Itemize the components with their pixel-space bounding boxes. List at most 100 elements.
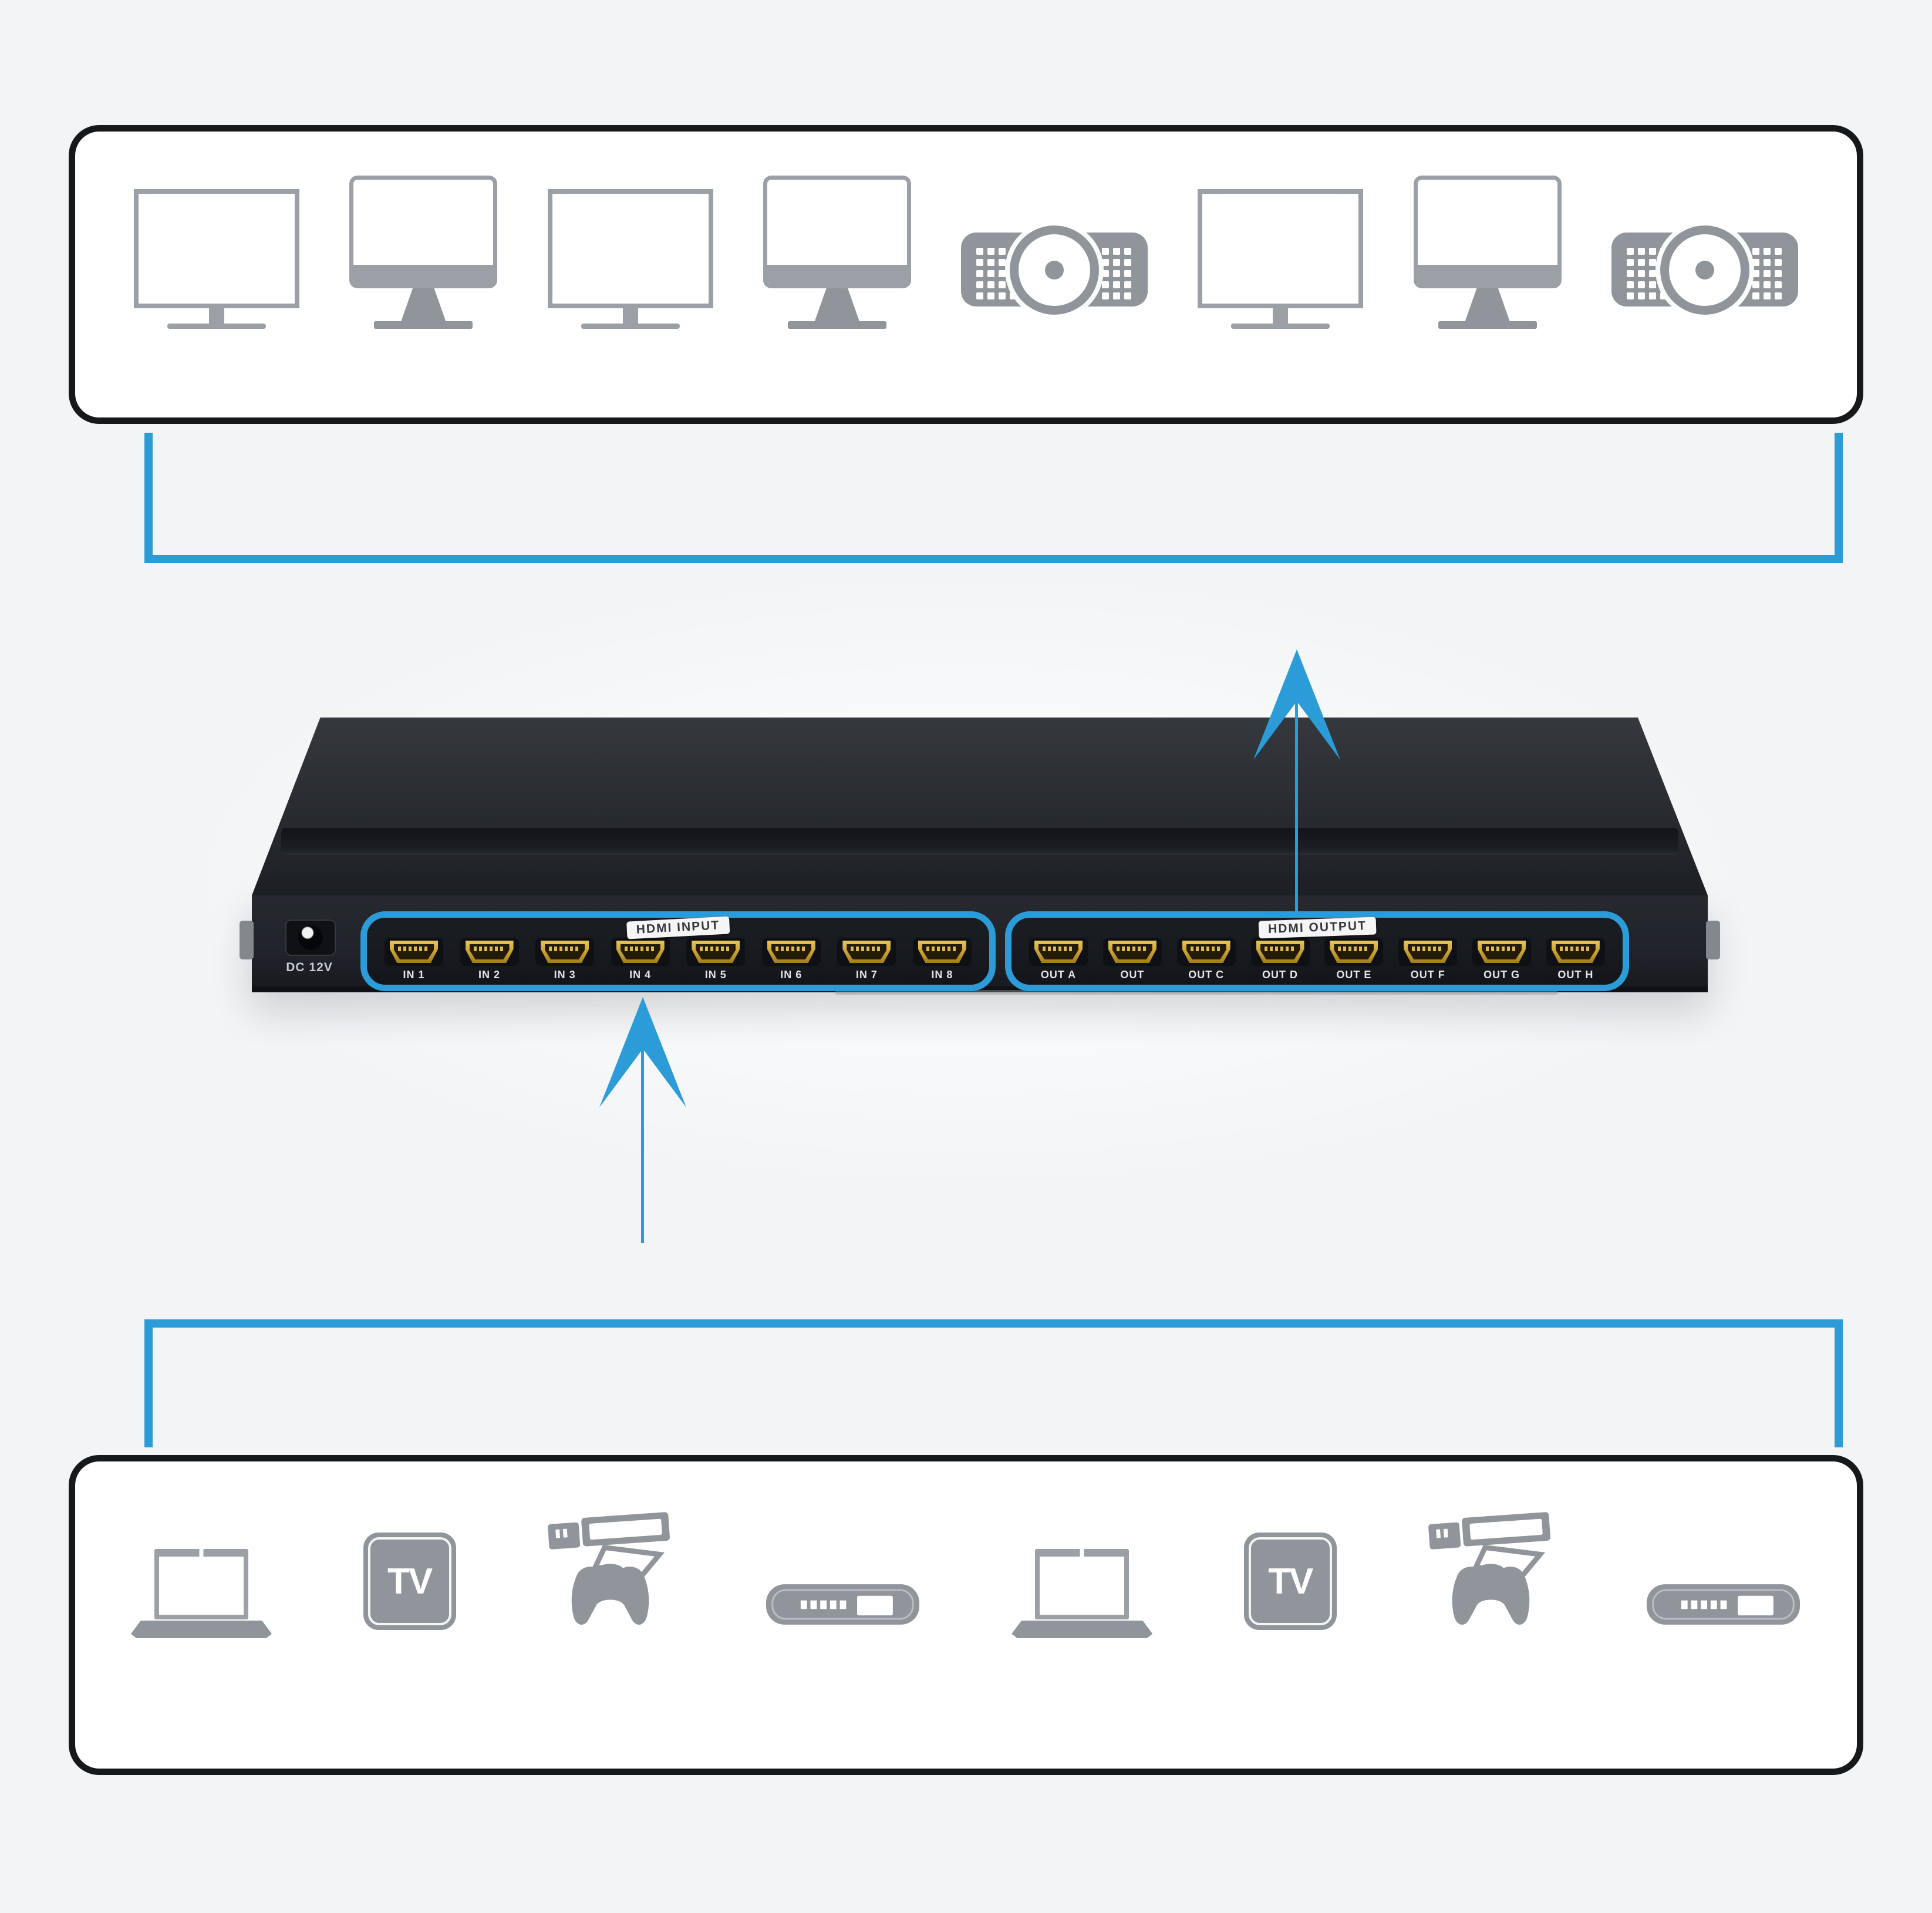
monitor-chin [1417, 265, 1557, 284]
hdmi-port-slot [611, 938, 670, 966]
hdmi-input-section: HDMI INPUT IN 1 IN 2 IN 3 IN 4 IN 5 [360, 911, 996, 991]
hdmi-port: OUT H [1543, 938, 1609, 981]
hdmi-connector [1256, 941, 1304, 963]
mounting-ear [1706, 921, 1720, 959]
hdmi-port: IN 6 [758, 938, 824, 981]
monitor-icon [134, 189, 299, 329]
hdmi-port: IN 1 [381, 938, 447, 981]
hdmi-port: IN 4 [608, 938, 673, 981]
hdmi-connector [842, 941, 891, 963]
hdmi-connector [465, 941, 514, 963]
hdmi-port-label: IN 5 [704, 969, 727, 981]
hdmi-matrix-device: DC 12V HDMI INPUT IN 1 IN 2 IN 3 IN 4 IN… [240, 718, 1720, 995]
projector-vents [1102, 248, 1132, 299]
hdmi-port-label: OUT D [1262, 969, 1299, 981]
hdmi-port: OUT G [1469, 938, 1535, 981]
hdmi-port-label: OUT A [1040, 969, 1077, 981]
projector-icon [961, 221, 1148, 319]
hdmi-port-label: IN 8 [931, 969, 953, 981]
output-ports-row: OUT A OUT OUT C OUT D OUT E OUT F [1026, 938, 1609, 981]
mounting-ear [240, 921, 254, 959]
hdmi-port: OUT D [1247, 938, 1313, 981]
hdmi-port-slot [761, 938, 821, 966]
laptop-screen [1035, 1549, 1129, 1619]
monitor-screen [1198, 189, 1364, 308]
hdmi-port-slot [837, 938, 896, 966]
projector-lens [1005, 221, 1104, 319]
hdmi-port-slot [1176, 938, 1236, 966]
hdmi-port: OUT C [1174, 938, 1239, 981]
dc-power-label: DC 12V [286, 961, 333, 974]
hdmi-port-label: OUT E [1336, 969, 1372, 981]
monitor-base [374, 321, 473, 329]
monitor-icon [349, 176, 498, 329]
input-bracket-connector [144, 1319, 1843, 1447]
monitor-screen [1413, 176, 1562, 288]
laptop-base [1011, 1621, 1153, 1638]
hdmi-port-label: OUT G [1483, 969, 1520, 981]
hdmi-port: IN 8 [909, 938, 975, 981]
hdmi-port: IN 2 [457, 938, 522, 981]
hdmi-output-section: HDMI OUTPUT OUT A OUT OUT C OUT D OUT E [1005, 911, 1629, 991]
output-flow-line [1295, 700, 1298, 915]
hdmi-connector [692, 941, 740, 963]
monitor-stand [1465, 288, 1510, 321]
hdmi-port-slot [1029, 938, 1088, 966]
hdmi-port-slot [1546, 938, 1605, 966]
laptop-icon [1011, 1549, 1153, 1638]
hdmi-connector [918, 941, 966, 963]
monitor-stand [1273, 308, 1289, 324]
hdmi-connector [616, 941, 665, 963]
device-groove [281, 828, 1679, 855]
device-top-face [252, 718, 1708, 895]
hdmi-port: IN 3 [532, 938, 598, 981]
game-console-icon [547, 1512, 673, 1638]
monitor-base [1231, 324, 1330, 329]
media-player-icon [765, 1583, 921, 1629]
game-console-icon [1428, 1512, 1554, 1638]
hdmi-connector [1330, 941, 1378, 963]
dc-jack-hole [298, 925, 323, 950]
hdmi-port-slot [385, 938, 443, 966]
hdmi-port-label: IN 3 [554, 969, 576, 981]
hdmi-port-slot [1472, 938, 1532, 966]
hdmi-connector [1108, 941, 1156, 963]
hdmi-connector [390, 941, 438, 963]
hdmi-port-label: IN 1 [403, 969, 425, 981]
monitor-icon [1198, 189, 1364, 329]
hdmi-connector [541, 941, 589, 963]
hdmi-port-label: OUT F [1410, 969, 1445, 981]
tv-label: TV [387, 1561, 433, 1602]
monitor-icon [547, 189, 713, 329]
hdmi-port: OUT F [1395, 938, 1461, 981]
hdmi-port-label: OUT C [1188, 969, 1225, 981]
laptop-icon [131, 1549, 272, 1638]
monitor-screen [763, 176, 911, 288]
projector-icon [1611, 221, 1798, 319]
dc-power-jack [285, 920, 336, 956]
monitor-chin [353, 265, 494, 284]
tv-label: TV [1268, 1561, 1313, 1602]
source-devices-box: TV TV [69, 1455, 1863, 1775]
monitor-screen [349, 176, 498, 288]
device-base-edge [835, 990, 1557, 995]
input-ports-row: IN 1 IN 2 IN 3 IN 4 IN 5 IN 6 IN [381, 938, 975, 981]
hdmi-port-label: IN 7 [855, 969, 878, 981]
monitor-stand [814, 288, 859, 321]
hdmi-connector [1551, 941, 1600, 963]
projector-lens [1655, 221, 1754, 319]
hdmi-port: OUT E [1321, 938, 1387, 981]
monitor-stand [622, 308, 638, 324]
monitor-screen [134, 189, 299, 308]
hdmi-port-slot [460, 938, 519, 966]
hdmi-port-slot [535, 938, 595, 966]
hdmi-port-label: IN 4 [629, 969, 652, 981]
hdmi-port-slot [912, 938, 972, 966]
projector-vents [1626, 248, 1667, 299]
hdmi-port-slot [1102, 938, 1162, 966]
monitor-base [167, 324, 266, 329]
hdmi-input-section-label: HDMI INPUT [626, 916, 730, 939]
hdmi-port: OUT [1100, 938, 1165, 981]
hdmi-port-label: IN 6 [780, 969, 803, 981]
